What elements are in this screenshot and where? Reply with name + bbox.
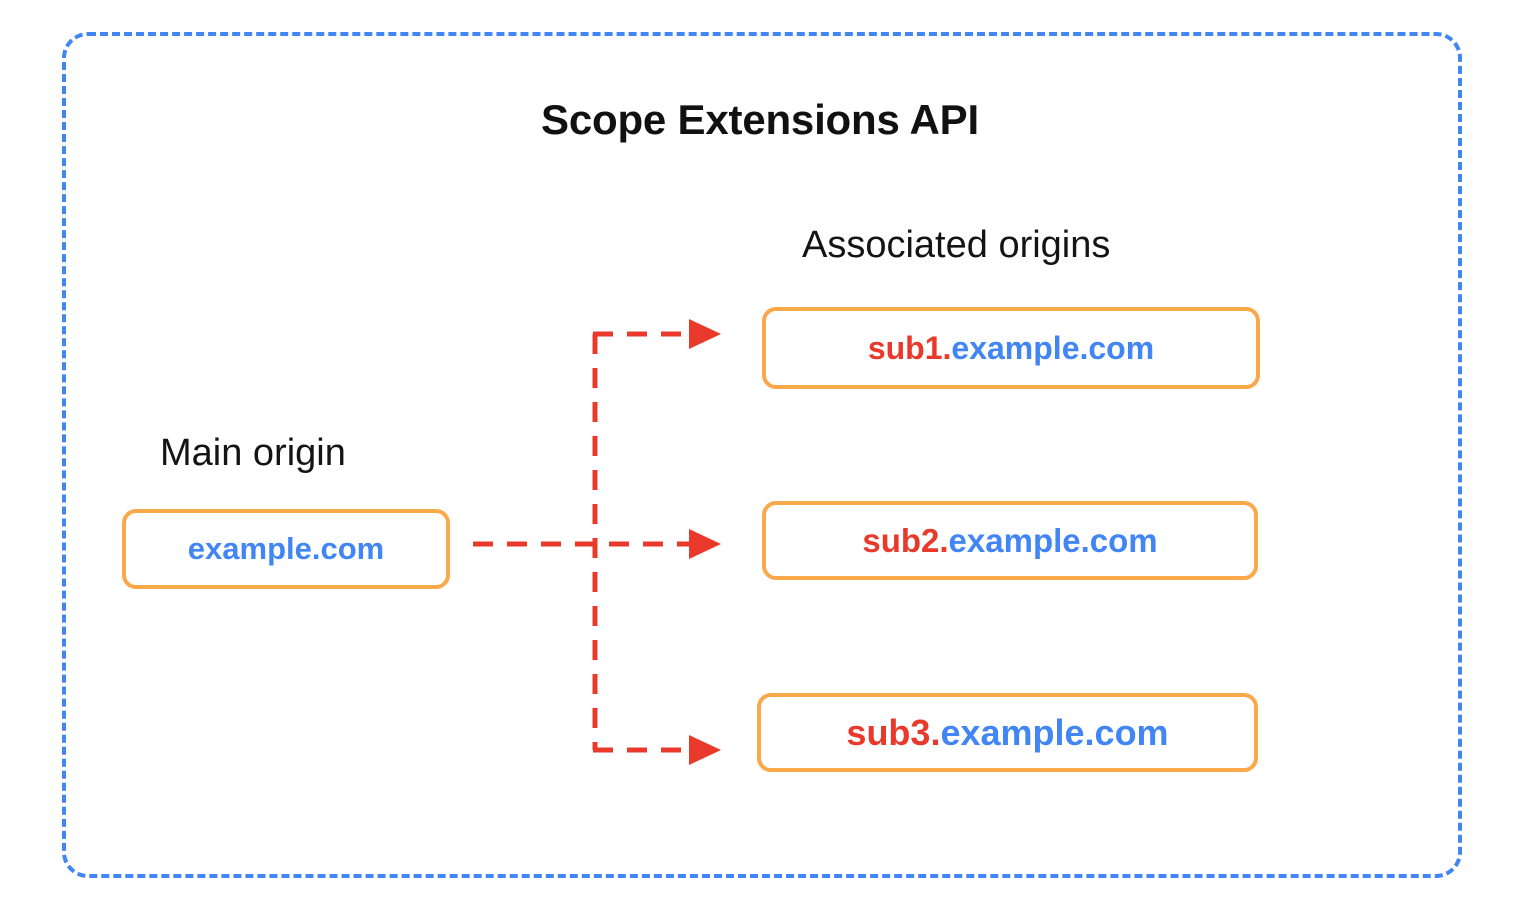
main-origin-domain: example.com bbox=[187, 531, 385, 566]
associated-origin-domain-sub2: example.com bbox=[948, 521, 1158, 559]
associated-origins-label: Associated origins bbox=[802, 224, 1111, 266]
associated-origin-domain-sub3: example.com bbox=[940, 711, 1169, 753]
associated-origin-domain-sub1: example.com bbox=[951, 329, 1155, 366]
associated-origin-box-sub2[interactable]: sub2.example.com bbox=[762, 501, 1258, 580]
associated-origin-prefix-sub3: sub3. bbox=[846, 711, 941, 753]
main-origin-box[interactable]: example.com bbox=[122, 509, 450, 589]
main-origin-label: Main origin bbox=[160, 432, 346, 474]
page-title: Scope Extensions API bbox=[541, 96, 979, 143]
associated-origin-box-sub3[interactable]: sub3.example.com bbox=[757, 693, 1258, 772]
associated-origin-box-sub1[interactable]: sub1.example.com bbox=[762, 307, 1260, 389]
associated-origin-prefix-sub2: sub2. bbox=[862, 521, 949, 559]
associated-origin-prefix-sub1: sub1. bbox=[867, 329, 952, 366]
scope-extensions-frame bbox=[62, 32, 1462, 878]
